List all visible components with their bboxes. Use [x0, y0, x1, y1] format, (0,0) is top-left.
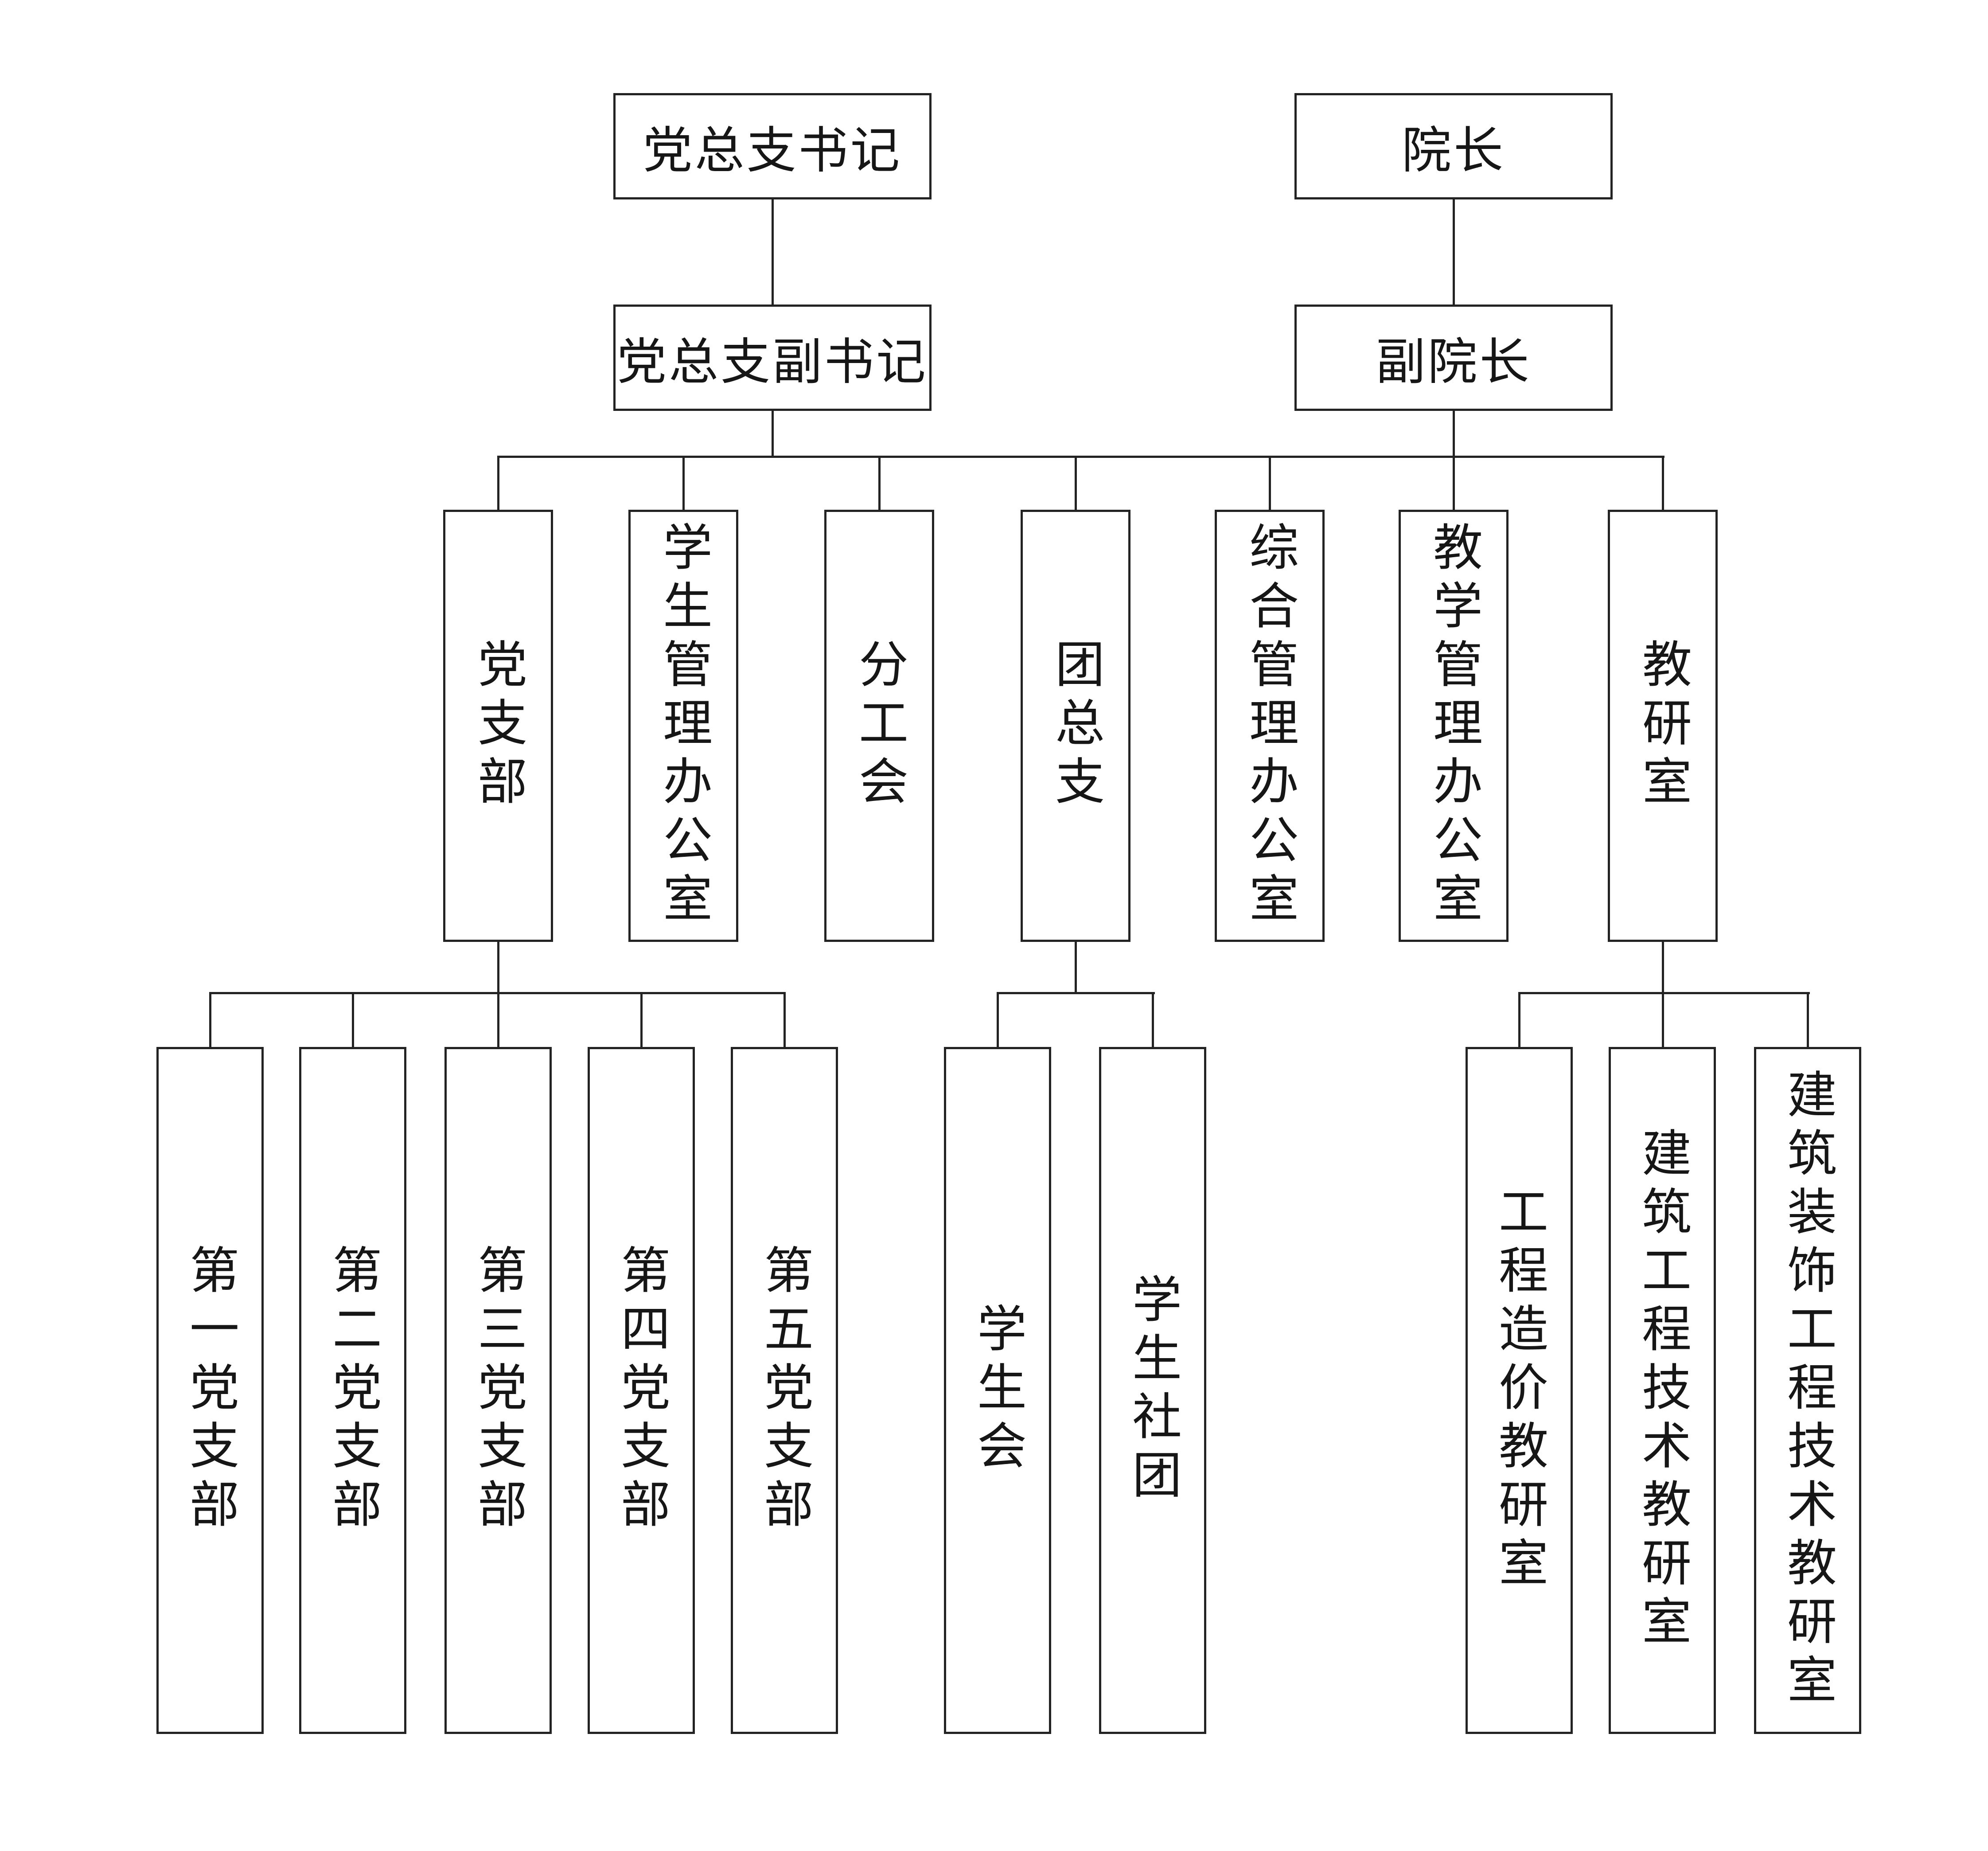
node-fourth-party-branch: 第四党支部 — [588, 1047, 695, 1734]
drop-third-party-branch — [497, 993, 499, 1047]
node-student-societies: 学生社团 — [1099, 1047, 1206, 1734]
drop-first-party-branch — [209, 993, 211, 1047]
node-dean-label: 院长 — [1402, 122, 1505, 180]
node-fifth-party-branch: 第五党支部 — [731, 1047, 838, 1734]
node-building-decoration-office: 建筑装饰工程技术教研室 — [1754, 1047, 1861, 1734]
drop-teaching-research-office — [1662, 457, 1664, 510]
node-second-party-branch-label: 第二党支部 — [324, 1244, 382, 1537]
node-fifth-party-branch-label: 第五党支部 — [756, 1244, 813, 1537]
node-student-union-label: 学生会 — [969, 1303, 1026, 1478]
drop-student-management-office — [682, 457, 685, 510]
node-party-secretary: 党总支书记 — [613, 93, 932, 199]
connector-deputy-to-bus — [772, 411, 774, 457]
drop-second-party-branch — [352, 993, 354, 1047]
drop-engineering-cost-office — [1518, 993, 1520, 1047]
node-vice-dean: 副院长 — [1294, 305, 1613, 411]
feed-party-branch-to-bus2 — [497, 942, 499, 993]
drop-construction-engineering-office — [1662, 993, 1664, 1047]
node-teaching-management-office-label: 教学管理办公室 — [1425, 521, 1482, 931]
node-third-party-branch: 第三党支部 — [444, 1047, 552, 1734]
drop-student-societies — [1152, 993, 1154, 1047]
node-teaching-management-office: 教学管理办公室 — [1399, 510, 1509, 942]
feed-research-office-to-bus4 — [1662, 942, 1664, 993]
bus-league-children — [997, 992, 1155, 994]
feed-youth-league-to-bus3 — [1075, 942, 1077, 993]
node-student-management-office: 学生管理办公室 — [628, 510, 738, 942]
node-first-party-branch-label: 第一党支部 — [181, 1244, 239, 1537]
drop-comprehensive-management-office — [1269, 457, 1271, 510]
node-comprehensive-management-office-label: 综合管理办公室 — [1241, 521, 1298, 931]
connector-dean-to-vice-dean — [1453, 199, 1455, 305]
node-branch-trade-union: 分工会 — [824, 510, 934, 942]
node-student-societies-label: 学生社团 — [1124, 1273, 1181, 1507]
node-youth-league-general-branch: 团总支 — [1021, 510, 1130, 942]
drop-youth-league — [1075, 457, 1077, 510]
node-first-party-branch: 第一党支部 — [156, 1047, 264, 1734]
node-engineering-cost-office: 工程造价教研室 — [1466, 1047, 1573, 1734]
node-party-branch-label: 党支部 — [469, 638, 527, 814]
node-party-branch: 党支部 — [443, 510, 553, 942]
node-youth-league-general-branch-label: 团总支 — [1047, 638, 1104, 814]
drop-teaching-management-office — [1453, 457, 1455, 510]
bus-research-children — [1518, 992, 1810, 994]
node-building-decoration-office-label: 建筑装饰工程技术教研室 — [1779, 1069, 1836, 1712]
drop-fourth-party-branch — [640, 993, 643, 1047]
node-party-secretary-label: 党总支书记 — [643, 122, 902, 180]
node-fourth-party-branch-label: 第四党支部 — [612, 1244, 670, 1537]
drop-student-union — [997, 993, 999, 1047]
node-second-party-branch: 第二党支部 — [299, 1047, 406, 1734]
bus-level3 — [497, 456, 1664, 458]
drop-fifth-party-branch — [784, 993, 786, 1047]
node-student-management-office-label: 学生管理办公室 — [655, 521, 712, 931]
node-dean: 院长 — [1294, 93, 1613, 199]
node-deputy-party-secretary-label: 党总支副书记 — [617, 333, 928, 391]
drop-building-decoration-office — [1807, 993, 1809, 1047]
node-third-party-branch-label: 第三党支部 — [469, 1244, 527, 1537]
drop-party-branch — [497, 457, 499, 510]
node-teaching-research-office: 教研室 — [1608, 510, 1718, 942]
node-teaching-research-office-label: 教研室 — [1634, 638, 1692, 814]
node-branch-trade-union-label: 分工会 — [850, 638, 908, 814]
node-construction-engineering-office-label: 建筑工程技术教研室 — [1633, 1127, 1691, 1654]
drop-branch-trade-union — [878, 457, 881, 510]
node-comprehensive-management-office: 综合管理办公室 — [1215, 510, 1325, 942]
node-construction-engineering-office: 建筑工程技术教研室 — [1609, 1047, 1716, 1734]
node-student-union: 学生会 — [944, 1047, 1051, 1734]
node-engineering-cost-office-label: 工程造价教研室 — [1490, 1186, 1548, 1595]
node-deputy-party-secretary: 党总支副书记 — [613, 305, 932, 411]
connector-vice-dean-to-bus — [1453, 411, 1455, 457]
connector-party-secretary-to-deputy — [772, 199, 774, 305]
node-vice-dean-label: 副院长 — [1376, 333, 1532, 391]
